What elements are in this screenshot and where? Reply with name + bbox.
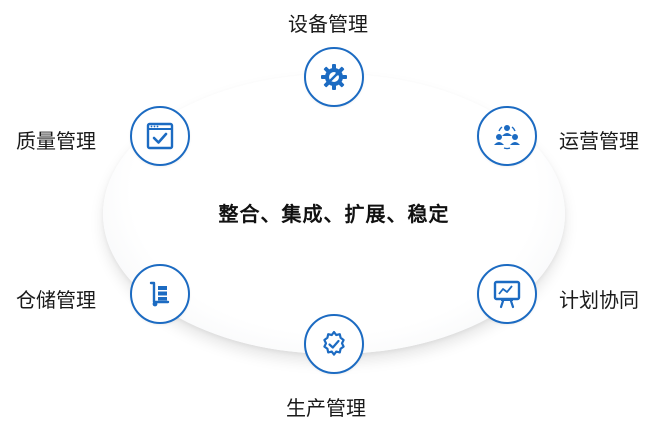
node-label-planning: 计划协同: [559, 288, 639, 312]
gear-wrench-icon: [321, 64, 347, 90]
node-label-quality: 质量管理: [16, 129, 96, 153]
team-icon: [494, 125, 520, 150]
node-label-equipment: 设备管理: [288, 12, 368, 36]
center-slogan: 整合、集成、扩展、稳定: [218, 202, 450, 226]
node-quality: [130, 106, 190, 166]
node-production: [304, 314, 364, 374]
checkbox-window-icon: [146, 122, 174, 150]
node-label-production: 生产管理: [286, 396, 366, 420]
gear-check-icon: [323, 330, 345, 356]
hand-truck-icon: [149, 281, 170, 307]
presentation-board-icon: [493, 280, 521, 309]
node-operations: [477, 106, 537, 166]
node-planning: [477, 264, 537, 324]
node-equipment: [304, 47, 364, 107]
node-label-operations: 运营管理: [559, 129, 639, 153]
node-label-warehouse: 仓储管理: [16, 288, 96, 312]
node-warehouse: [130, 264, 190, 324]
